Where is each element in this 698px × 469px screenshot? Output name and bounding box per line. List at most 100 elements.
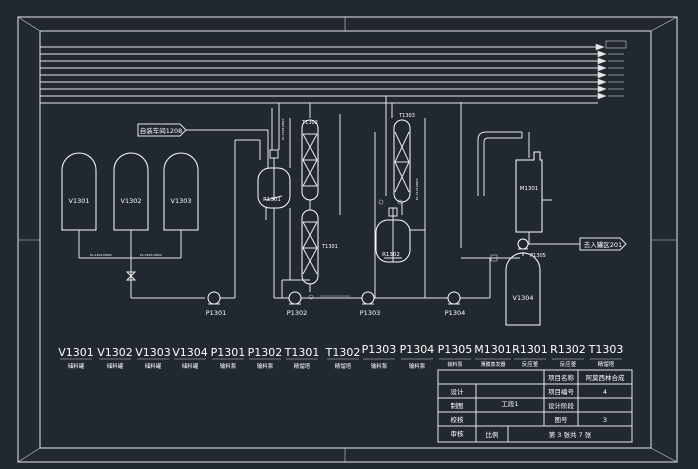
legend-desc: 反应釜: [522, 360, 539, 368]
legend-desc: 反应釜: [560, 360, 577, 368]
tank-v1301-label: V1301: [69, 197, 90, 205]
legend-item: T1302 精馏塔: [325, 346, 361, 370]
legend-tag: R1301: [512, 343, 548, 356]
pump-p1305: P1305: [517, 238, 580, 259]
column-t1303-label: T1303: [398, 113, 415, 119]
svg-text:PL-1304-DN40: PL-1304-DN40: [90, 253, 112, 257]
sheet-no-label: 图号: [555, 416, 569, 424]
design-label: 设计: [451, 387, 465, 396]
legend-tag: P1304: [400, 343, 435, 356]
outlet-tag: 去入罐区201: [579, 237, 627, 251]
instrument-bubbles: [308, 199, 498, 300]
svg-text:PL-1310-DN25: PL-1310-DN25: [415, 178, 419, 200]
inlet-tag-label: 自装车间1208: [140, 126, 183, 135]
draw-label: 制图: [451, 401, 464, 410]
legend-tag: T1301: [284, 346, 320, 359]
project-no-label: 项目编号: [548, 387, 575, 396]
section-label: 工段1: [501, 399, 518, 408]
tank-v1302: V1302: [113, 152, 149, 231]
legend-desc: 储料罐: [107, 362, 124, 370]
evaporator-m1301: M1301: [477, 131, 552, 244]
legend-tag: V1302: [97, 346, 133, 359]
pump-p1302-label: P1302: [287, 309, 307, 317]
tank-v1301: V1301: [61, 152, 97, 231]
tank-v1303: V1303: [163, 152, 199, 231]
legend-desc: 储料罐: [68, 362, 85, 370]
pump-p1302: P1302: [273, 114, 362, 317]
tank-v1304: V1304: [505, 252, 541, 326]
inlet-tag: 自装车间1208: [137, 123, 269, 168]
pump-p1301-label: P1301: [206, 309, 226, 317]
column-t1302-label: T1302: [301, 120, 318, 126]
check-label: 校核: [451, 415, 465, 424]
legend-desc: 输料泵: [447, 361, 462, 368]
legend-desc: 精馏塔: [335, 362, 352, 370]
reactor-r1301: R1301 PL-1308-DN25: [257, 103, 291, 260]
legend-desc: 薄膜蒸发器: [480, 361, 505, 368]
ratio-label: 比例: [486, 430, 499, 439]
drawing-frame: [17, 16, 678, 463]
legend-tag: P1302: [248, 346, 283, 359]
design-stage-label: 设计阶段: [548, 401, 575, 410]
reactor-r1301-label: R1301: [263, 197, 281, 203]
legend-item: M1301 薄膜蒸发器: [474, 343, 512, 368]
legend-tag: P1301: [211, 346, 246, 359]
legend-tag: R1302: [550, 343, 586, 356]
svg-text:PL-1308-DN25: PL-1308-DN25: [281, 118, 285, 140]
tank-piping: PL-1304-DN40 PL-1305-DN40: [78, 230, 205, 299]
column-t1302: T1302: [289, 103, 319, 201]
legend-item: P1304 输料泵: [400, 343, 435, 370]
legend-desc: 输料泵: [257, 362, 274, 370]
reactor-r1302: R1302 PL-1310-DN25: [375, 118, 426, 298]
legend-item: P1301 输料泵: [211, 346, 246, 370]
legend-item: P1302 输料泵: [248, 346, 283, 370]
legend-item: V1303 储料罐: [135, 346, 171, 370]
legend-desc: 储料罐: [182, 362, 199, 370]
pump-p1303-label: P1303: [360, 309, 380, 317]
svg-text:PL-1305-DN40: PL-1305-DN40: [140, 253, 162, 257]
legend-item: P1305 输料泵: [438, 343, 473, 368]
p1301-discharge: [220, 139, 261, 299]
audit-label: 审核: [451, 429, 465, 438]
pump-p1304-label: P1304: [445, 309, 465, 317]
legend-tag: P1303: [362, 343, 397, 356]
tank-v1303-label: V1303: [171, 197, 192, 205]
pump-p1305-label: P1305: [530, 253, 546, 259]
legend-item: R1302 反应釜: [550, 343, 586, 368]
legend-desc: 精馏塔: [598, 360, 615, 368]
legend-tag: T1302: [325, 346, 361, 359]
column-t1303: T1303: [385, 96, 415, 215]
legend-tag: T1303: [588, 343, 624, 356]
column-t1301-label: T1301: [321, 244, 338, 250]
legend-desc: 精馏塔: [294, 362, 311, 370]
legend-desc: 输料泵: [371, 362, 388, 370]
project-name-label: 项目名称: [548, 373, 575, 382]
legend-item: T1301 精馏塔: [284, 346, 320, 370]
legend-tag: V1303: [135, 346, 171, 359]
legend-item: T1303 精馏塔: [588, 343, 624, 368]
legend-item: P1303 输料泵: [362, 343, 397, 370]
reactor-r1302-label: R1302: [382, 252, 400, 258]
legend-desc: 输料泵: [409, 362, 426, 370]
page-count: 第 3 张共 7 张: [549, 430, 592, 439]
legend-item: V1304 储料罐: [172, 346, 208, 370]
legend-desc: 输料泵: [220, 362, 237, 370]
column-t1301: T1301: [282, 200, 338, 292]
legend-desc: 储料罐: [145, 362, 162, 370]
pump-p1303: P1303: [360, 132, 448, 317]
tank-v1302-label: V1302: [121, 197, 142, 205]
outlet-tag-label: 去入罐区201: [584, 240, 622, 249]
pump-p1304: P1304: [445, 102, 520, 317]
sheet-no-value: 3: [603, 416, 607, 424]
legend-tag: P1305: [438, 343, 473, 356]
legend-tag: M1301: [474, 343, 512, 356]
legend-item: V1302 储料罐: [97, 346, 133, 370]
legend-tag: V1304: [172, 346, 208, 359]
legend-item: R1301 反应釜: [512, 343, 548, 368]
tank-v1304-label: V1304: [513, 294, 534, 302]
evaporator-m1301-label: M1301: [520, 186, 539, 192]
project-name-value: 阿莫西林合成: [586, 373, 626, 382]
